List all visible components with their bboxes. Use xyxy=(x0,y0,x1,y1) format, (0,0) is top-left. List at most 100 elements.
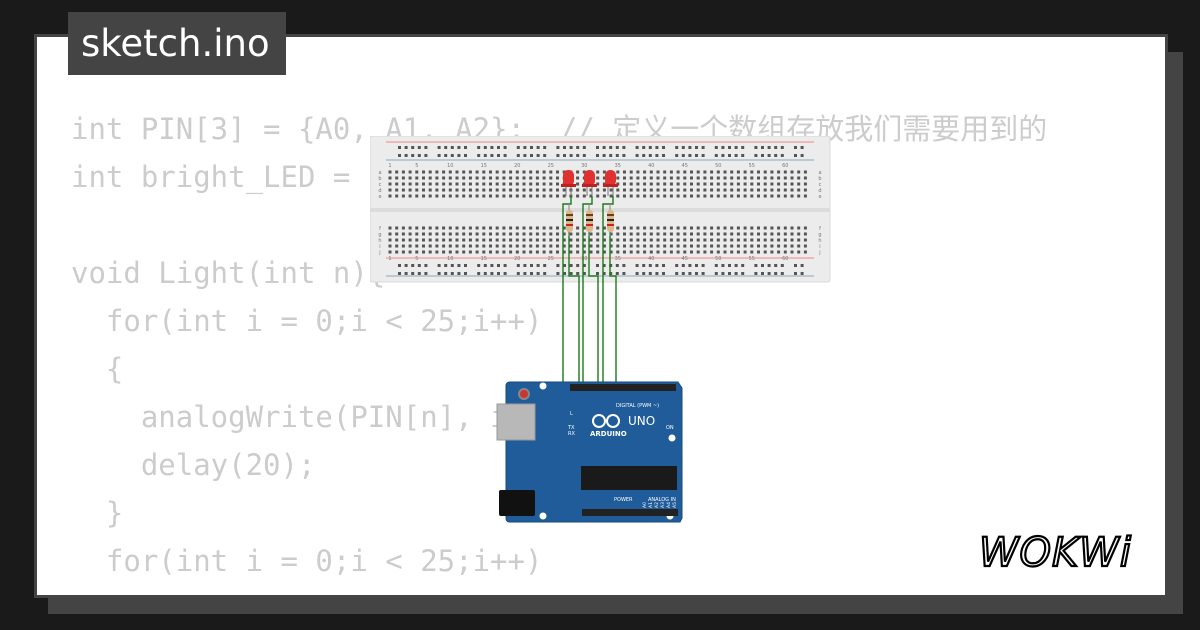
breadboard-row-label: b xyxy=(818,176,821,182)
wire-a2 xyxy=(602,196,614,382)
breadboard-column-label: 20 xyxy=(514,256,520,262)
breadboard-row-label: h xyxy=(818,238,821,244)
breadboard-column-label: 50 xyxy=(715,256,721,262)
breadboard-column-label: 5 xyxy=(415,163,418,169)
breadboard-column-label: 20 xyxy=(514,163,520,169)
arduino-uno-board: UNO ARDUINO DIGITAL (PWM ~) ON L TX RX P… xyxy=(496,381,683,523)
code-line: int bright_LED = xyxy=(71,160,368,194)
digital-header xyxy=(570,384,676,391)
breadboard-column-label: 1 xyxy=(388,256,391,262)
breadboard-column-label: 15 xyxy=(481,163,487,169)
breadboard-column-label: 45 xyxy=(682,163,688,169)
breadboard-row-label: a xyxy=(818,170,821,176)
breadboard-column-label: 35 xyxy=(615,163,621,169)
board-model: UNO xyxy=(628,414,655,428)
wire-gnd1 xyxy=(568,226,580,386)
leds xyxy=(561,170,618,196)
breadboard-row-label: g xyxy=(818,232,821,238)
wire-gnd2 xyxy=(588,226,599,386)
breadboard-column-label: 25 xyxy=(548,163,554,169)
breadboard-row-label: g xyxy=(378,232,381,238)
wire-gnd3 xyxy=(609,226,617,386)
breadboard-column-label: 40 xyxy=(648,163,654,169)
resistor-1 xyxy=(566,204,573,236)
breadboard-column-label: 60 xyxy=(782,163,788,169)
code-line: delay(20); xyxy=(71,448,316,482)
on-label: ON xyxy=(666,425,674,431)
breadboard-column-label: 10 xyxy=(447,256,453,262)
breadboard-column-label: 5 xyxy=(415,256,418,262)
analog-pin-label: A4 xyxy=(666,502,672,508)
board-brand: ARDUINO xyxy=(590,430,627,438)
breadboard-column-label: 60 xyxy=(782,256,788,262)
tx-label: TX xyxy=(567,425,575,431)
breadboard-column-label: 55 xyxy=(749,163,755,169)
code-line: for(int i = 0;i < 25;i++) xyxy=(71,544,543,578)
analog-pin-label: A0 xyxy=(642,502,648,508)
l-label: L xyxy=(570,411,573,417)
breadboard-column-label: 30 xyxy=(581,163,587,169)
led-red-3 xyxy=(603,170,618,196)
breadboard-column-label: 1 xyxy=(388,163,391,169)
code-line: { xyxy=(71,585,1047,595)
sketch-title-tab[interactable]: sketch.ino xyxy=(68,12,286,75)
led-red-1 xyxy=(561,170,576,196)
analog-pin-label: A1 xyxy=(648,502,654,508)
breadboard-row-label: e xyxy=(818,194,821,200)
breadboard-row-label: d xyxy=(378,188,381,194)
atmega-chip xyxy=(581,466,677,490)
resistors xyxy=(566,204,614,236)
breadboard-row-label: h xyxy=(378,238,381,244)
usb-connector xyxy=(496,403,536,441)
analog-pin-label: A5 xyxy=(672,502,678,508)
breadboard-row-label: j xyxy=(818,250,820,256)
analog-pin-label: A3 xyxy=(660,502,666,508)
code-line: } xyxy=(71,496,124,530)
breadboard-column-label: 30 xyxy=(581,256,587,262)
breadboard-column-label: 55 xyxy=(749,256,755,262)
analog-label: ANALOG IN xyxy=(648,497,676,503)
breadboard-row-label: f xyxy=(379,226,381,232)
code-line: for(int i = 0;i < 25;i++) xyxy=(71,304,543,338)
breadboard-row-label: e xyxy=(378,194,381,200)
wokwi-logo-text: WOKWi xyxy=(979,530,1132,576)
code-line: { xyxy=(71,352,124,386)
breadboard-row-label: c xyxy=(379,182,382,188)
digital-label: DIGITAL (PWM ~) xyxy=(616,403,659,409)
arduino-logo-icon xyxy=(592,414,606,428)
breadboard-column-label: 25 xyxy=(548,256,554,262)
breadboard-column-label: 15 xyxy=(481,256,487,262)
breadboard-row-label: b xyxy=(378,176,381,182)
wokwi-logo: WOKWi xyxy=(978,529,1132,576)
breadboard-row-label: d xyxy=(818,188,821,194)
rx-label: RX xyxy=(568,431,575,437)
breadboard-row-label: c xyxy=(819,182,822,188)
power-label: POWER xyxy=(614,497,633,503)
breadboard-holes xyxy=(388,146,807,275)
breadboard-column-label: 35 xyxy=(615,256,621,262)
sketch-title: sketch.ino xyxy=(81,22,270,65)
resistor-2 xyxy=(586,204,593,236)
power-jack xyxy=(499,490,535,516)
analog-pin-label: A2 xyxy=(654,502,660,508)
reset-button[interactable] xyxy=(518,388,530,400)
breadboard-row-label: f xyxy=(819,226,821,232)
breadboard-row-label: i xyxy=(819,244,820,250)
breadboard-column-label: 50 xyxy=(715,163,721,169)
breadboard-column-label: 10 xyxy=(447,163,453,169)
led-red-2 xyxy=(582,170,597,196)
breadboard-column-label: 40 xyxy=(648,256,654,262)
power-analog-header xyxy=(582,509,678,516)
breadboard-row-label: i xyxy=(379,244,380,250)
breadboard-row-label: a xyxy=(378,170,381,176)
resistor-3 xyxy=(607,204,614,236)
breadboard-column-label: 45 xyxy=(682,256,688,262)
breadboard-row-label: j xyxy=(378,250,380,256)
